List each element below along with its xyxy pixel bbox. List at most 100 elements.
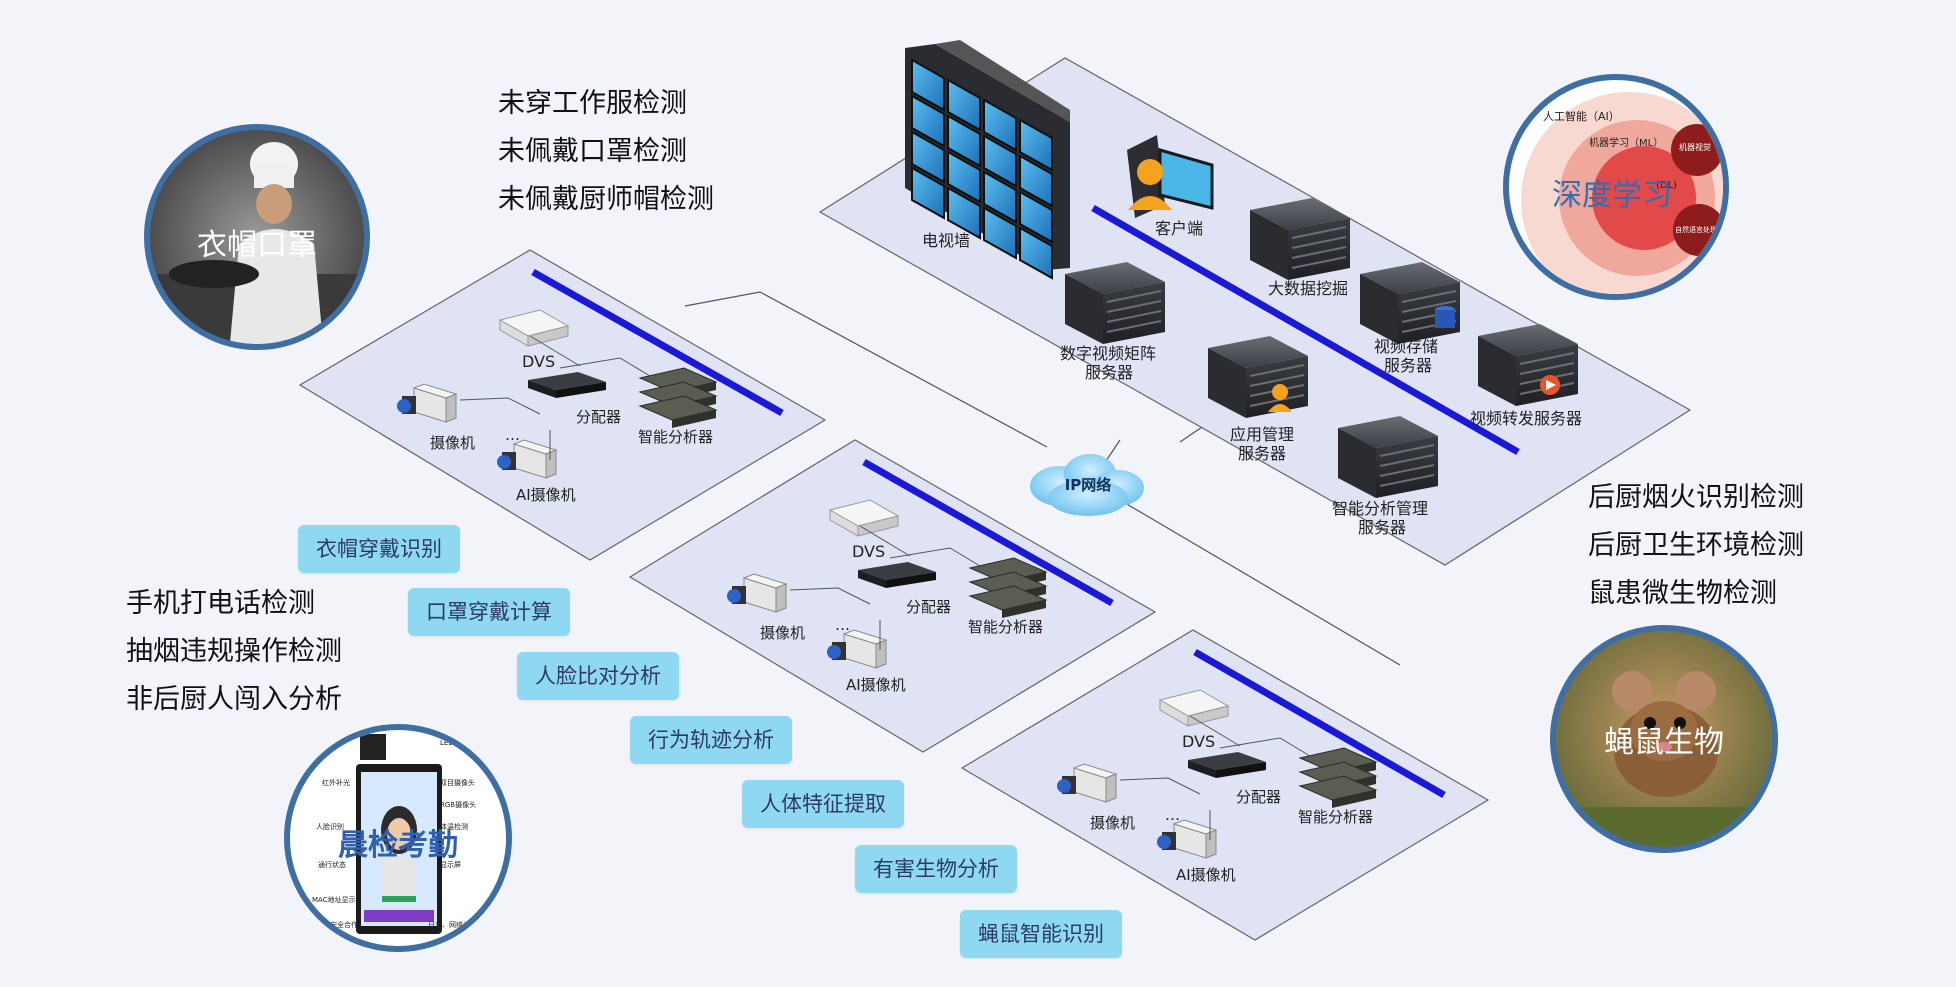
tv-screen-tile	[1019, 118, 1053, 172]
splitter-label: 分配器	[576, 408, 621, 426]
tv-screen-tile	[1019, 154, 1053, 208]
site-bus-line-1	[531, 268, 784, 417]
callout-security: 安全合作	[330, 921, 358, 929]
callout-led: LED补光灯	[440, 739, 475, 747]
camera-icon	[1057, 763, 1118, 803]
tv-screen-tile	[947, 114, 981, 168]
pill-face-comparison: 人脸比对分析	[517, 652, 679, 700]
analyzer-label: 智能分析器	[638, 428, 713, 446]
camera-icon	[727, 573, 788, 613]
detection-item: 鼠患微生物检测	[1588, 578, 1777, 609]
storage-server-icon	[1360, 262, 1460, 344]
camera-label: 摄像机	[430, 434, 475, 452]
dvs-label: DVS	[852, 542, 885, 561]
ellipsis-label: …	[835, 616, 850, 634]
dvs-icon	[498, 309, 570, 347]
pill-body-features: 人体特征提取	[742, 780, 904, 828]
pill-clothing-recognition: 衣帽穿戴识别	[298, 525, 460, 573]
callout-ir: 红外补光	[322, 779, 350, 787]
pill-mask-calculation: 口罩穿戴计算	[408, 588, 570, 636]
site-panel-1	[298, 249, 827, 561]
chef-circle-label: 衣帽口罩	[197, 228, 317, 263]
callout-log: 日志、网络设备管理	[428, 921, 491, 929]
camera-icon	[397, 383, 458, 423]
user-badge-icon	[1272, 384, 1288, 400]
site-bus-line-2	[862, 458, 1114, 607]
tv-screen-tile	[911, 166, 945, 220]
tv-screen-tile	[983, 206, 1017, 260]
ai-camera-icon	[827, 629, 888, 669]
site-panel-2	[628, 439, 1157, 753]
center-bus-line	[1091, 204, 1520, 456]
analyzer-label: 智能分析器	[1298, 808, 1373, 826]
ai-camera-label: AI摄像机	[846, 676, 906, 694]
dl-ring-nlp: 自然语言处理（NLP）	[1675, 225, 1723, 234]
client-label: 客户端	[1155, 219, 1203, 238]
ellipsis-label: …	[1165, 806, 1180, 824]
ai-camera-icon	[1157, 819, 1218, 859]
splitter-icon	[1188, 752, 1266, 778]
tv-screen-tile	[983, 134, 1017, 188]
detections-top: 未穿工作服检测 未佩戴口罩检测 未佩戴厨师帽检测	[498, 80, 714, 224]
big-data-server-icon	[1250, 198, 1350, 280]
storage-server-label-1: 视频存储	[1374, 337, 1438, 356]
analysis-mgmt-server-icon	[1338, 416, 1438, 498]
tv-screen-tile	[947, 78, 981, 132]
dl-ring-cv: 机器视觉（CV）	[1679, 142, 1723, 152]
detections-left: 手机打电话检测 抽烟违规操作检测 非后厨人闯入分析	[126, 580, 342, 724]
callout-face: 人脸识别	[316, 823, 344, 831]
deep-learning-circle: 人工智能（AI） 机器学习（ML） (DL) 机器视觉（CV） 自然语言处理（N…	[1503, 74, 1729, 300]
site-links	[459, 335, 651, 460]
forward-server-label: 视频转发服务器	[1470, 409, 1582, 428]
attendance-terminal-icon	[356, 734, 442, 934]
forward-server-icon	[1478, 324, 1578, 406]
deep-learning-rings-icon: 人工智能（AI） 机器学习（ML） (DL) 机器视觉（CV） 自然语言处理（N…	[1521, 92, 1723, 294]
dl-ring-ml: 机器学习（ML）	[1589, 136, 1663, 149]
camera-label: 摄像机	[1090, 814, 1135, 832]
client-pc-icon	[1127, 135, 1214, 218]
tv-screen-tile	[911, 130, 945, 184]
camera-label: 摄像机	[760, 624, 805, 642]
splitter-label: 分配器	[906, 598, 951, 616]
app-server-label-1: 应用管理	[1230, 425, 1294, 444]
detection-item: 手机打电话检测	[126, 588, 315, 619]
splitter-icon	[528, 372, 606, 398]
detection-item: 非后厨人闯入分析	[126, 684, 342, 715]
dvs-icon	[828, 499, 900, 537]
site-links	[789, 525, 981, 650]
detection-item: 未佩戴口罩检测	[498, 136, 687, 167]
database-body-icon	[1435, 310, 1455, 328]
rodent-circle-label: 蝇鼠生物	[1604, 725, 1724, 760]
tv-screen-tile	[911, 58, 945, 112]
big-data-label: 大数据挖掘	[1268, 279, 1348, 298]
user-badge-body-icon	[1268, 404, 1292, 412]
splitter-icon	[858, 562, 936, 588]
detection-item: 未佩戴厨师帽检测	[498, 184, 714, 215]
pill-pest-analysis: 有害生物分析	[855, 845, 1017, 893]
analyzer-label: 智能分析器	[968, 618, 1043, 636]
callout-mac: MAC地址显示	[312, 896, 356, 904]
analysis-mgmt-label-1: 智能分析管理	[1332, 499, 1428, 518]
matrix-server-label-1: 数字视频矩阵	[1060, 344, 1156, 363]
deep-learning-label: 深度学习	[1552, 178, 1672, 213]
mouse-figure-icon	[1556, 671, 1772, 847]
pill-behavior-track: 行为轨迹分析	[630, 716, 792, 764]
detection-item: 未穿工作服检测	[498, 88, 687, 119]
dl-ring-ai: 人工智能（AI）	[1543, 109, 1620, 123]
tv-screen-tile	[911, 94, 945, 148]
detections-right: 后厨烟火识别检测 后厨卫生环境检测 鼠患微生物检测	[1588, 474, 1804, 618]
tv-screen-tile	[947, 186, 981, 240]
detection-item: 后厨卫生环境检测	[1588, 530, 1804, 561]
storage-server-label-2: 服务器	[1384, 356, 1432, 375]
app-server-icon	[1208, 336, 1308, 418]
site-links	[1119, 715, 1311, 840]
play-triangle-icon	[1546, 380, 1556, 390]
callout-temperature: 体温检测	[440, 823, 468, 831]
splitter-label: 分配器	[1236, 788, 1281, 806]
tv-screen-tile	[947, 150, 981, 204]
pill-rodent-recognition: 蝇鼠智能识别	[960, 910, 1122, 958]
ai-camera-label: AI摄像机	[516, 486, 576, 504]
detection-item: 抽烟违规操作检测	[126, 636, 342, 667]
